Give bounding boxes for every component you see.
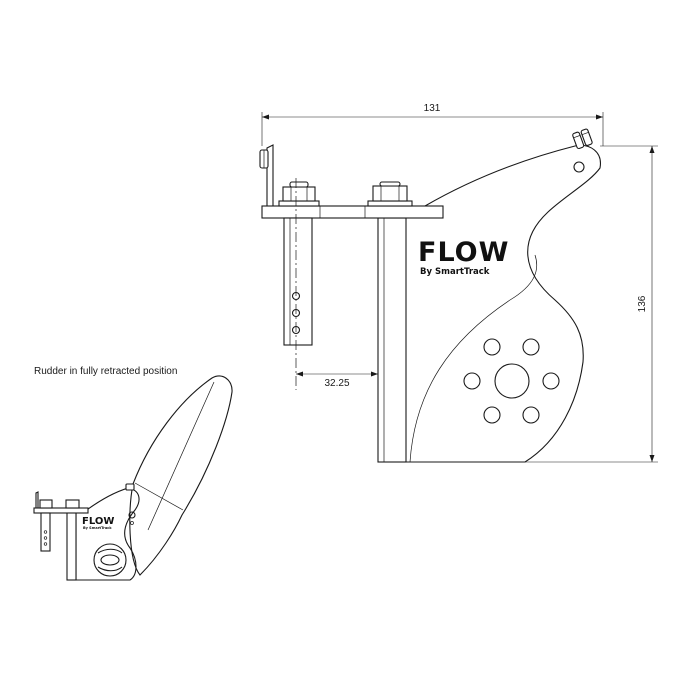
bolt-hole [522, 406, 540, 424]
retracted-caption: Rudder in fully retracted position [34, 366, 177, 377]
hole-pattern [463, 338, 560, 424]
plate-edge [409, 254, 538, 463]
bolt-hole [542, 372, 560, 390]
small-logo-brand: FLOW [82, 516, 114, 527]
small-pin-tube [40, 512, 51, 552]
dimension-width: 131 [261, 103, 604, 146]
small-stock-tube [66, 511, 77, 581]
bolt-right-top [379, 181, 401, 187]
main-bracket-view: FLOW By SmartTrack [259, 128, 601, 463]
mounting-plate [261, 205, 444, 219]
bolt-hole [522, 338, 540, 356]
bolt-hole [483, 406, 501, 424]
nut-right [372, 185, 408, 202]
bolt-left-top [289, 181, 309, 188]
stock-tube [377, 217, 407, 463]
nut-left [282, 186, 316, 202]
top-bolts [572, 128, 593, 150]
bolt-hole [463, 372, 481, 390]
nut-left-washer [278, 200, 320, 207]
side-plate [404, 144, 601, 463]
logo-brand: FLOW [418, 237, 509, 268]
angle-bracket [266, 144, 274, 206]
retracted-view: FLOW By SmartTrack [33, 375, 233, 581]
small-angle-bracket [35, 491, 39, 508]
small-nut-right [65, 499, 80, 509]
small-nut-left [39, 499, 53, 509]
small-pivot-hole [128, 511, 136, 519]
cam-disc [93, 543, 127, 577]
dimension-offset: 32.25 [296, 371, 378, 389]
small-mounting-plate [33, 507, 89, 514]
small-side-plate [75, 487, 140, 581]
blade-band [134, 482, 184, 511]
small-logo-tagline: By SmartTrack [83, 526, 112, 530]
logo-tagline: By SmartTrack [420, 267, 490, 277]
pin-tube [283, 217, 313, 346]
rudder-blade [129, 375, 233, 576]
offset-label: 32.25 [324, 378, 349, 389]
bolt-hole [483, 338, 501, 356]
dimension-height: 136 [525, 145, 658, 463]
small-pivot-hole [130, 521, 134, 525]
small-top-bolts [125, 483, 135, 491]
cam-slot [97, 548, 123, 554]
blade-edge [147, 381, 215, 531]
cam-center [100, 554, 120, 566]
width-label: 131 [424, 103, 441, 114]
height-label: 136 [637, 295, 648, 312]
nut-right-washer [367, 200, 413, 207]
pivot-hole [573, 161, 585, 173]
center-hole [494, 363, 530, 399]
cam-slot [97, 566, 123, 572]
